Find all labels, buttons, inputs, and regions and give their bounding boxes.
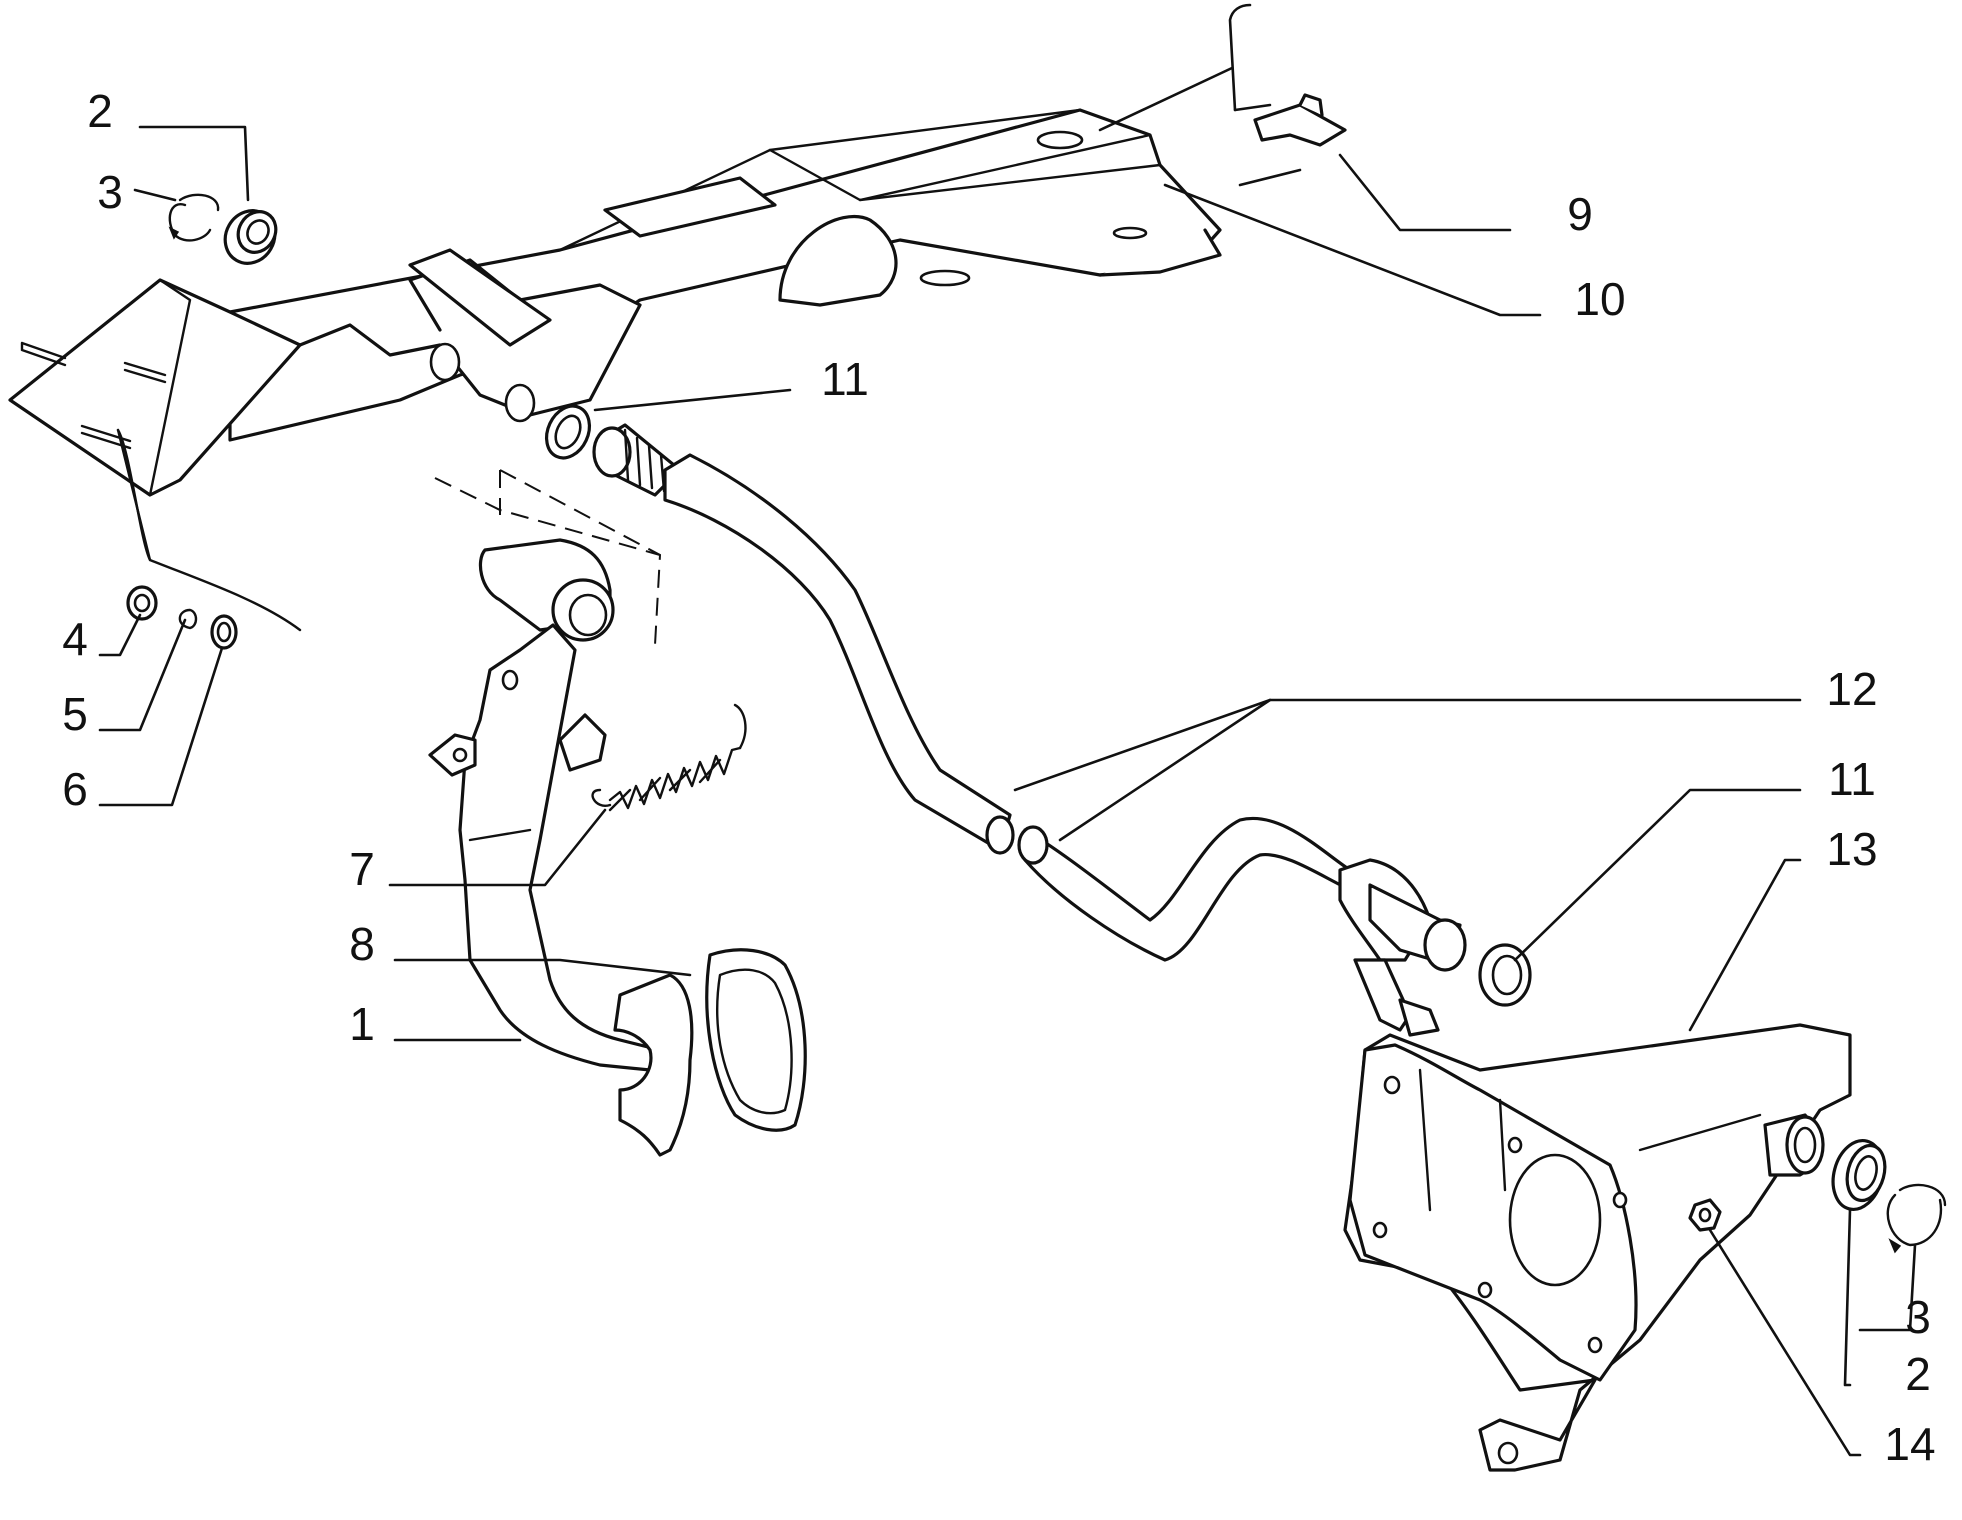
callout-11-upper: 11 [821, 353, 869, 405]
pedal-box-plate [1343, 1023, 1852, 1472]
callout-13: 13 [1826, 823, 1877, 875]
callout-3-upper: 3 [97, 166, 123, 218]
nut-washer-set [126, 585, 238, 650]
bushing-lower [1478, 943, 1532, 1007]
callout-4: 4 [62, 613, 88, 665]
callout-2-upper: 2 [87, 85, 113, 137]
circlip-lower-right [1886, 1183, 1947, 1254]
cross-shaft [592, 423, 1467, 1037]
support-bracket [8, 108, 1222, 646]
callout-5: 5 [62, 688, 88, 740]
bush-lower-right [1831, 1139, 1887, 1211]
callout-11-lower: 11 [1828, 753, 1876, 805]
callout-1: 1 [349, 998, 375, 1050]
callout-6: 6 [62, 763, 88, 815]
callout-10: 10 [1574, 273, 1625, 325]
plate-nut [1688, 1198, 1722, 1232]
retaining-clip [1253, 93, 1347, 147]
callout-7: 7 [349, 843, 375, 895]
callout-2-lower: 2 [1905, 1348, 1931, 1400]
callout-9: 9 [1567, 188, 1593, 240]
callout-12: 12 [1826, 663, 1877, 715]
callout-8: 8 [349, 918, 375, 970]
return-spring [591, 703, 747, 812]
pedal-lever [428, 538, 694, 1157]
leader-lines [98, 3, 1917, 1457]
pedal-pad-rubber [705, 948, 807, 1132]
callout-3-lower: 3 [1905, 1291, 1931, 1343]
circlip-upper-left [168, 193, 220, 242]
bushing-upper [544, 404, 592, 460]
callout-14: 14 [1884, 1418, 1935, 1470]
callout-labels: 2 3 4 5 6 7 8 1 9 10 11 12 11 13 3 2 14 [62, 85, 1935, 1470]
bush-upper-left [223, 209, 278, 265]
